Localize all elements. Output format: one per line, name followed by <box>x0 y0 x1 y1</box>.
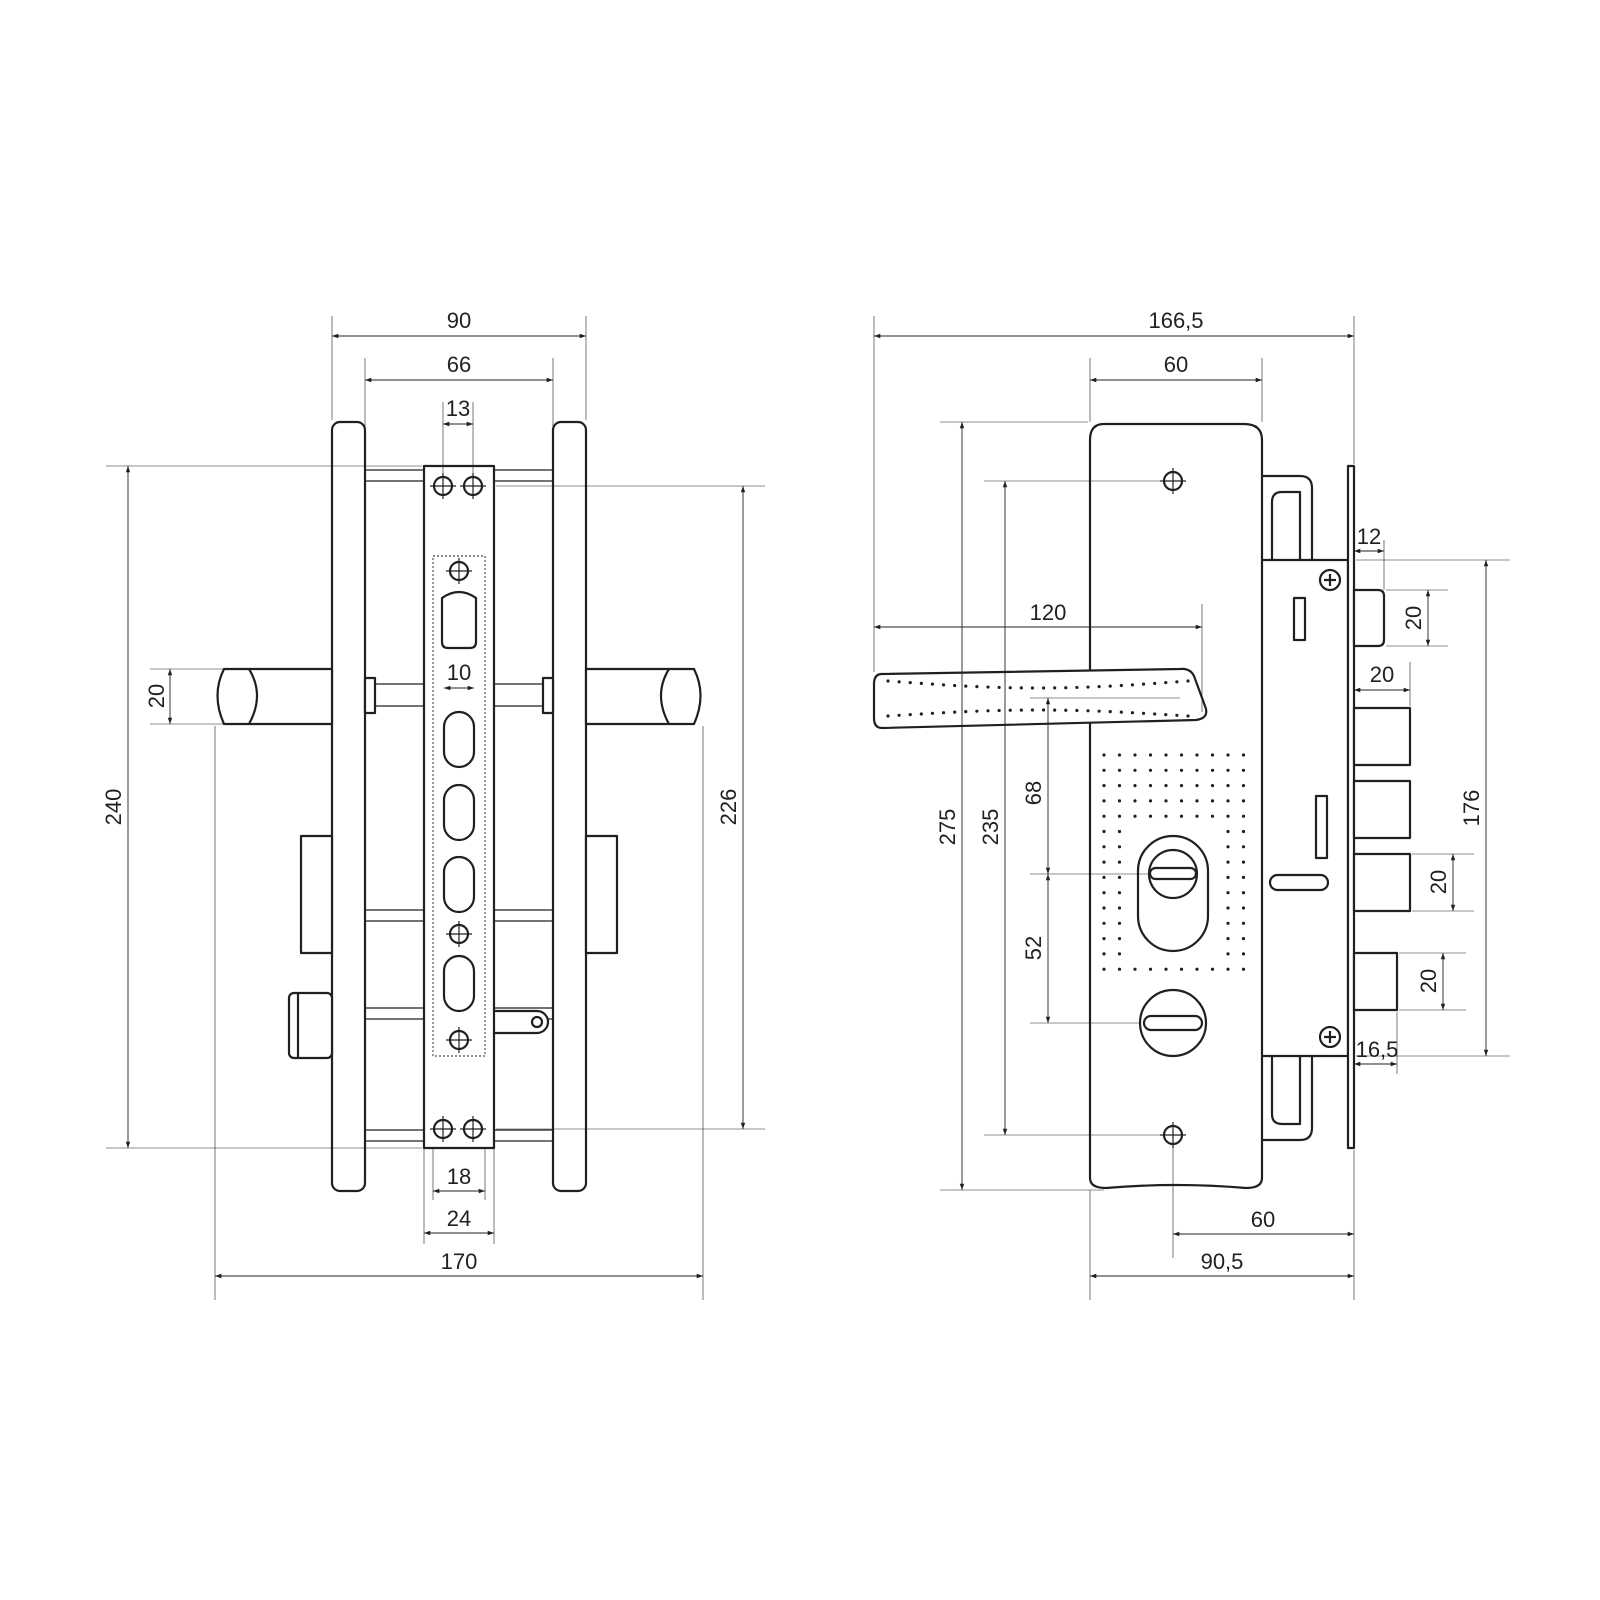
dim-side-275: 275 <box>935 809 960 846</box>
side-latch <box>1352 588 1386 648</box>
dim-front-13: 13 <box>446 396 470 421</box>
side-thumb-turn <box>1138 988 1208 1058</box>
dim-front-18: 18 <box>447 1164 471 1189</box>
dim-front-90: 90 <box>447 308 471 333</box>
dim-side-90-5: 90,5 <box>1201 1249 1244 1274</box>
front-latch <box>440 590 478 650</box>
dim-side-176: 176 <box>1459 790 1484 827</box>
spindle-block-left <box>363 676 377 715</box>
front-bolt-2 <box>442 783 476 842</box>
dim-side-60-top: 60 <box>1164 352 1188 377</box>
front-left-block <box>299 834 334 955</box>
front-bolt-3 <box>442 855 476 914</box>
side-bolt-1 <box>1352 706 1412 767</box>
side-handle <box>872 667 1208 730</box>
front-screws <box>430 473 486 1142</box>
front-left-handle <box>216 667 334 726</box>
dim-side-20-projection: 20 <box>1370 662 1394 687</box>
front-right-handle <box>584 667 702 726</box>
side-cylinder-guard <box>1136 834 1210 953</box>
dim-side-60-bottom: 60 <box>1251 1207 1275 1232</box>
side-bolt-2 <box>1352 779 1412 840</box>
side-escutcheon-plate <box>1088 422 1264 1190</box>
front-bolt-4 <box>442 954 476 1013</box>
dim-side-12: 12 <box>1357 524 1381 549</box>
spindle-block-right <box>541 676 555 715</box>
dim-side-52: 52 <box>1021 936 1046 960</box>
dim-front-170: 170 <box>441 1249 478 1274</box>
side-lock-body <box>1258 464 1412 1150</box>
dim-side-20-latch: 20 <box>1401 606 1426 630</box>
side-bolt-3 <box>1352 852 1412 913</box>
front-bolt-1 <box>442 710 476 769</box>
dim-front-24: 24 <box>447 1206 471 1231</box>
dim-side-16-5: 16,5 <box>1356 1037 1399 1062</box>
front-view: 90 66 13 20 10 240 226 18 <box>101 308 765 1300</box>
dim-side-120: 120 <box>1030 600 1067 625</box>
dim-front-66: 66 <box>447 352 471 377</box>
dim-front-20: 20 <box>144 684 169 708</box>
side-view: 166,5 60 120 275 235 68 52 12 <box>872 308 1510 1300</box>
side-bolt-4 <box>1352 951 1399 1012</box>
front-latch-tail <box>488 1009 550 1035</box>
plate-dot-texture <box>1102 753 1246 971</box>
front-turn-knob <box>287 991 334 1060</box>
dim-side-68: 68 <box>1021 781 1046 805</box>
dim-front-226: 226 <box>716 789 741 826</box>
dim-side-20-bolt-a: 20 <box>1426 870 1451 894</box>
front-right-plate <box>551 420 588 1193</box>
front-lock-body-outline <box>432 555 486 1057</box>
dim-side-20-bolt-b: 20 <box>1416 969 1441 993</box>
dim-side-166-5: 166,5 <box>1148 308 1203 333</box>
dim-front-240: 240 <box>101 789 126 826</box>
front-right-block <box>584 834 619 955</box>
dim-front-10: 10 <box>447 660 471 685</box>
front-left-plate <box>330 420 367 1193</box>
dim-side-235: 235 <box>978 809 1003 846</box>
handle-dot-texture <box>886 679 1190 718</box>
